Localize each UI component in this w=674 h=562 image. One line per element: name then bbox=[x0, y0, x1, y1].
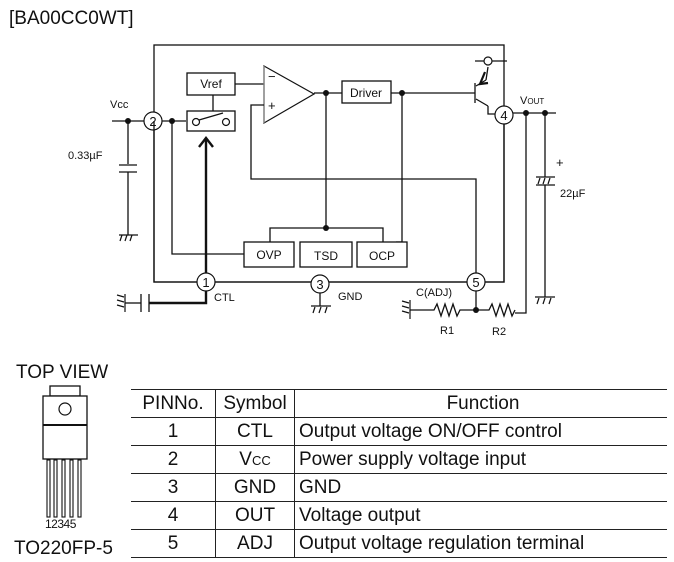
symbol-cell: CTL bbox=[215, 417, 295, 446]
r2-resistor-icon bbox=[476, 301, 516, 319]
pin-number-cell: 1 bbox=[131, 417, 216, 446]
pin-3-number: 3 bbox=[316, 277, 323, 292]
cin-value-label: 0.33µF bbox=[68, 150, 103, 162]
cout-value-label: 22µF bbox=[560, 188, 586, 200]
r2-label: R2 bbox=[492, 326, 506, 338]
ground-icon bbox=[311, 305, 331, 314]
vref-label: Vref bbox=[200, 77, 222, 91]
cout-capacitor-icon bbox=[536, 176, 555, 186]
tsd-label: TSD bbox=[314, 249, 338, 263]
ovp-block bbox=[243, 241, 295, 268]
r1-resistor-icon bbox=[410, 301, 476, 319]
table-row: 2 VCC Power supply voltage input bbox=[131, 445, 667, 474]
symbol-cell: ADJ bbox=[215, 529, 295, 558]
ctl-capacitor-icon bbox=[125, 294, 150, 312]
ctl-wire bbox=[149, 291, 208, 305]
ovp-sense-wire bbox=[171, 121, 244, 255]
ocp-label: OCP bbox=[369, 249, 395, 263]
ground-icon bbox=[535, 296, 555, 305]
pin-number-cell: 4 bbox=[131, 501, 216, 530]
header-pin-no: PINNo. bbox=[131, 389, 216, 418]
function-cell: Output voltage regulation terminal bbox=[294, 529, 667, 558]
function-cell: Power supply voltage input bbox=[294, 445, 667, 474]
symbol-cell: GND bbox=[215, 473, 295, 502]
gnd-label: GND bbox=[338, 291, 363, 303]
part-number-title: [BA00CC0WT] bbox=[9, 8, 134, 29]
feedback-wire bbox=[250, 104, 477, 282]
function-cell: Output voltage ON/OFF control bbox=[294, 417, 667, 446]
pin-number-cell: 3 bbox=[131, 473, 216, 502]
amp-plus-label: + bbox=[268, 98, 276, 113]
package-pin-numbers: 12345 bbox=[45, 517, 77, 531]
table-row: 4 OUT Voltage output bbox=[131, 501, 667, 530]
table-row: 1 CTL Output voltage ON/OFF control bbox=[131, 417, 667, 446]
symbol-cell: OUT bbox=[215, 501, 295, 530]
protect-bus bbox=[269, 227, 384, 242]
ocp-block bbox=[356, 241, 408, 268]
header-symbol: Symbol bbox=[215, 389, 295, 418]
function-cell: Voltage output bbox=[294, 501, 667, 530]
top-view-label: TOP VIEW bbox=[16, 362, 108, 383]
driver-label: Driver bbox=[350, 86, 382, 100]
switch-icon bbox=[191, 112, 231, 127]
vcc-label: Vcc bbox=[110, 99, 129, 111]
pin-5-number: 5 bbox=[472, 275, 479, 290]
pin-number-cell: 5 bbox=[131, 529, 216, 558]
table-header-row: PINNo. Symbol Function bbox=[131, 389, 667, 418]
ground-icon bbox=[116, 294, 126, 312]
vout-label: VOUT bbox=[520, 95, 544, 107]
pin-4-number: 4 bbox=[500, 108, 507, 123]
ctl-label: CTL bbox=[214, 292, 235, 304]
ground-icon bbox=[119, 234, 138, 242]
package-name: TO220FP-5 bbox=[14, 538, 113, 559]
cadj-label: C(ADJ) bbox=[416, 287, 452, 299]
cout-polarity-label: + bbox=[556, 155, 564, 170]
arrow-up-icon bbox=[198, 136, 214, 148]
driver-block bbox=[341, 80, 392, 104]
table-row: 3 GND GND bbox=[131, 473, 667, 502]
header-function: Function bbox=[294, 389, 667, 418]
pass-transistor-icon bbox=[474, 56, 507, 115]
pin-1-number: 1 bbox=[202, 275, 209, 290]
pin-assignment-table: PINNo. Symbol Function 1 CTL Output volt… bbox=[131, 389, 667, 558]
function-cell: GND bbox=[294, 473, 667, 502]
symbol-cell: VCC bbox=[215, 445, 295, 474]
to220-package-icon bbox=[42, 385, 88, 518]
ovp-label: OVP bbox=[256, 248, 281, 262]
ocp-sense-wire bbox=[396, 93, 403, 243]
pin-2-number: 2 bbox=[149, 114, 156, 129]
ground-icon bbox=[401, 300, 411, 319]
enable-switch-block bbox=[186, 110, 236, 132]
pin-number-cell: 2 bbox=[131, 445, 216, 474]
tsd-block bbox=[299, 241, 353, 268]
pin2-to-pin1-wire bbox=[153, 121, 197, 283]
pin-2-marker bbox=[143, 111, 163, 131]
table-row: 5 ADJ Output voltage regulation terminal bbox=[131, 529, 667, 558]
amp-minus-label: − bbox=[268, 69, 276, 84]
r1-label: R1 bbox=[440, 325, 454, 337]
vout-feedback-wire bbox=[515, 113, 527, 314]
bottom-wire-c bbox=[485, 124, 505, 283]
